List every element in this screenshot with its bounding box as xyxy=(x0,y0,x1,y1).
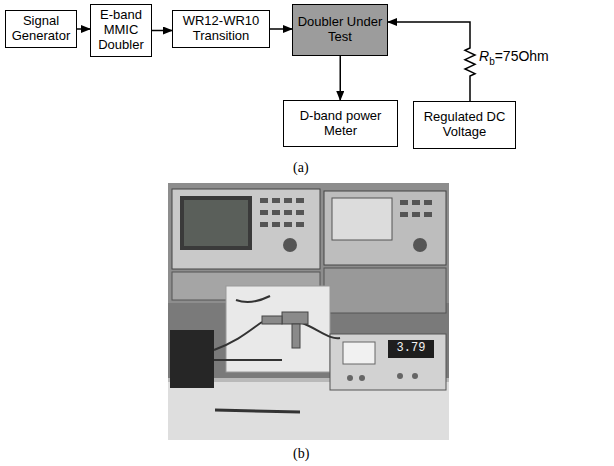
analyzer-buttons xyxy=(260,198,304,252)
signal-generator-unit xyxy=(324,191,446,265)
analyzer xyxy=(172,189,320,269)
symbol: R xyxy=(479,48,489,64)
dc-supply xyxy=(170,330,214,388)
arrow-connector xyxy=(340,56,342,100)
power-meter xyxy=(330,334,446,390)
analyzer-display xyxy=(184,200,248,246)
box-label: D-band power Meter xyxy=(288,109,393,139)
process-box: Doubler Under Test xyxy=(292,4,388,56)
cables xyxy=(214,296,340,360)
box-label: Doubler Under Test xyxy=(297,15,383,45)
waveguide-assembly xyxy=(262,312,308,348)
arrow-connector xyxy=(77,28,90,30)
generator-buttons xyxy=(400,200,432,252)
process-box: D-band power Meter xyxy=(283,100,398,147)
resistor-value: =75Ohm xyxy=(495,48,549,64)
process-box: WR12-WR10 Transition xyxy=(172,10,270,48)
meter-reading: 3.79 xyxy=(388,341,434,355)
analyzer-screen xyxy=(180,196,252,250)
process-box: Regulated DC Voltage xyxy=(413,101,516,149)
arrow-connector xyxy=(388,22,475,101)
box-label: Signal Generator xyxy=(10,14,72,44)
subfigure-label: (b) xyxy=(293,446,309,462)
subscript: b xyxy=(489,56,495,67)
box-label: E-band MMIC Doubler xyxy=(95,8,147,53)
pen xyxy=(215,410,300,412)
generator-screen xyxy=(332,198,392,240)
photo-background xyxy=(168,183,449,440)
subfigure-label: (a) xyxy=(293,160,309,176)
box-label: Regulated DC Voltage xyxy=(418,110,511,140)
box-label: WR12-WR10 Transition xyxy=(177,14,265,44)
process-box: Signal Generator xyxy=(5,10,77,48)
meter-display xyxy=(388,340,434,358)
process-box: E-band MMIC Doubler xyxy=(90,4,152,57)
meter-dial xyxy=(343,342,375,364)
lower-instrument xyxy=(324,268,446,313)
arrow-connector xyxy=(152,30,172,32)
arrow-connector xyxy=(270,28,292,30)
meter-knobs xyxy=(347,373,418,381)
resistor-label: Rb=75Ohm xyxy=(479,48,549,67)
